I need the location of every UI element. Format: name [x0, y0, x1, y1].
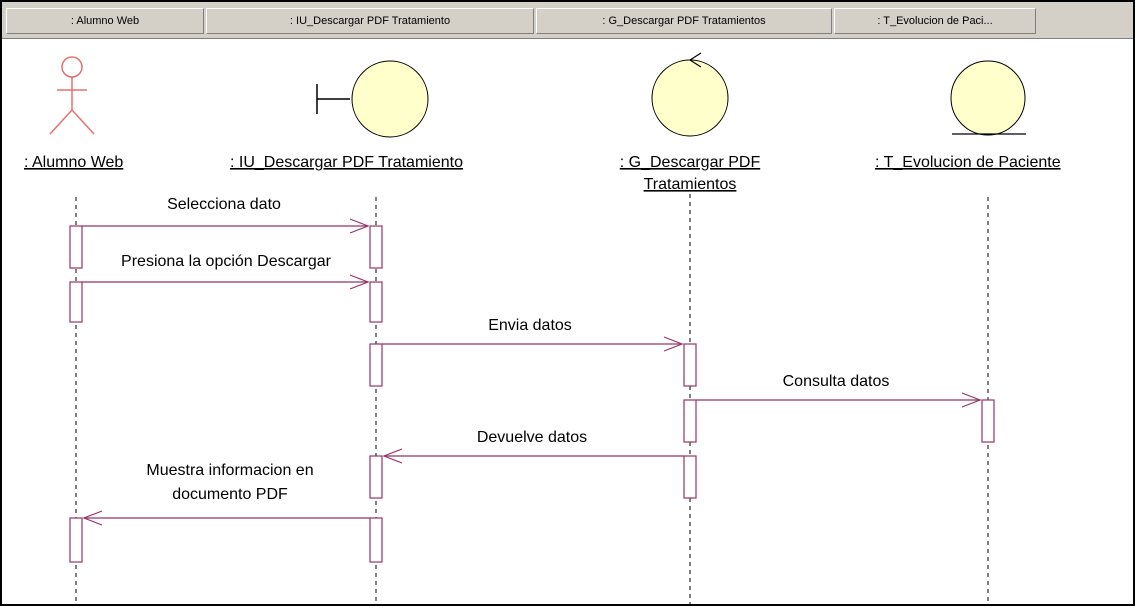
message-arrow-consulta[interactable]	[696, 392, 982, 408]
header-t-evolucion[interactable]: : T_Evolucion de Paci...	[834, 8, 1036, 34]
message-arrow-selecciona[interactable]	[82, 218, 370, 234]
actor-icon[interactable]	[49, 56, 95, 135]
message-label-muestra-line1: Muestra informacion en	[146, 462, 313, 479]
message-arrow-presiona[interactable]	[82, 274, 370, 290]
message-label-muestra-line2: documento PDF	[172, 486, 288, 503]
boundary-icon[interactable]	[316, 60, 429, 138]
entity-icon[interactable]	[950, 60, 1026, 136]
message-label-devuelve: Devuelve datos	[477, 429, 587, 446]
activation-g-2[interactable]	[683, 399, 697, 443]
header-iu-descargar[interactable]: : IU_Descargar PDF Tratamiento	[206, 8, 534, 34]
activation-iu-1[interactable]	[369, 225, 383, 269]
message-label-selecciona: Selecciona dato	[167, 196, 281, 213]
activation-iu-2[interactable]	[369, 281, 383, 323]
lifeline-label-alumno: : Alumno Web	[24, 154, 123, 171]
message-arrow-muestra[interactable]	[82, 510, 370, 526]
header-g-descargar[interactable]: : G_Descargar PDF Tratamientos	[536, 8, 832, 34]
activation-iu-3[interactable]	[369, 343, 383, 387]
activation-g-3[interactable]	[683, 455, 697, 499]
lifeline-header-bar: : Alumno Web : IU_Descargar PDF Tratamie…	[2, 2, 1133, 39]
lifeline-label-iu: : IU_Descargar PDF Tratamiento	[230, 154, 463, 171]
message-label-envia: Envia datos	[488, 317, 572, 334]
activation-iu-5[interactable]	[369, 517, 383, 563]
activation-alumno-3[interactable]	[69, 517, 83, 563]
message-label-presiona: Presiona la opción Descargar	[121, 253, 332, 270]
message-label-consulta: Consulta datos	[783, 373, 890, 390]
lifeline-label-g-line2: Tratamientos	[644, 176, 737, 193]
message-arrow-devuelve[interactable]	[382, 448, 684, 464]
header-alumno-web[interactable]: : Alumno Web	[6, 8, 204, 34]
activation-g-1[interactable]	[683, 343, 697, 387]
control-icon[interactable]	[651, 52, 729, 137]
activation-iu-4[interactable]	[369, 455, 383, 499]
lifeline-label-g-line1: : G_Descargar PDF	[620, 154, 761, 171]
activation-t-1[interactable]	[981, 399, 995, 443]
lifeline-label-t: : T_Evolucion de Paciente	[875, 154, 1061, 171]
activation-alumno-2[interactable]	[69, 281, 83, 323]
activation-alumno-1[interactable]	[69, 225, 83, 269]
message-arrow-envia[interactable]	[382, 336, 684, 352]
